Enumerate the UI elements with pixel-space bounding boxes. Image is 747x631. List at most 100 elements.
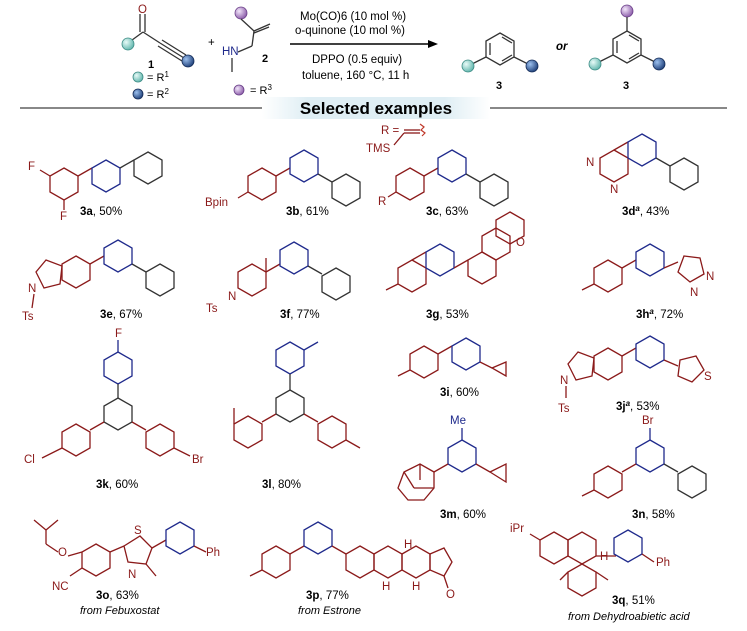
source-3o: from Febuxostat [80, 605, 160, 617]
header-banner [262, 97, 490, 119]
caption-3q: 3q, 51% [612, 595, 655, 607]
legend-r3-text: = R3 [250, 83, 272, 97]
compound-3c: R = TMS R 3c, 63% [366, 123, 509, 218]
product-3-disubstituted: 3 [461, 32, 539, 92]
reactant-1-ynone: O 1 = R1 = R2 [121, 4, 195, 101]
condition-catalyst: Mo(CO)6 (10 mol %) [300, 11, 406, 23]
legend-r2-text: = R2 [147, 87, 169, 101]
caption-3o: 3o, 63% [96, 590, 139, 602]
3h-nitrogen-2: N [706, 271, 714, 283]
product-label: 3 [496, 80, 502, 92]
3e-nitrogen: N [28, 283, 36, 295]
legend-r1-ball [132, 71, 144, 83]
3o-oxygen: O [58, 547, 67, 559]
compound-3a: F F 3a, 50% [28, 151, 163, 223]
condition-quinone: o-quinone (10 mol %) [295, 25, 405, 37]
source-3q: from Dehydroabietic acid [568, 611, 691, 623]
caption-3c: 3c, 63% [426, 206, 468, 218]
3a-fluorine-2: F [60, 211, 67, 223]
compound-3i: 3i, 60% [397, 337, 507, 399]
caption-3j: 3ja, 53% [616, 399, 659, 413]
product2-r3-ball [620, 4, 634, 18]
compound-3j: S N Ts 3ja, 53% [558, 335, 712, 415]
r2-ball [181, 54, 195, 68]
product2-label: 3 [623, 80, 629, 92]
section-header: Selected examples [300, 99, 452, 118]
caption-3g: 3g, 53% [426, 309, 469, 321]
3a-fluorine-1: F [28, 161, 35, 173]
caption-3b: 3b, 61% [286, 206, 329, 218]
condition-dppo: DPPO (0.5 equiv) [312, 54, 402, 66]
caption-3n: 3n, 58% [632, 509, 675, 521]
compound-3l: 3l, 80% [233, 341, 361, 491]
compound-3g: O 3g, 53% [385, 211, 525, 321]
3q-phenyl: Ph [656, 557, 670, 569]
source-3p: from Estrone [298, 605, 361, 617]
reactant-2-label: 2 [262, 53, 268, 65]
3f-tosyl: Ts [206, 303, 218, 315]
3h-nitrogen-1: N [690, 287, 698, 299]
condition-solvent: toluene, 160 °C, 11 h [302, 70, 409, 82]
product2-r2-ball [652, 57, 666, 71]
3b-bpin: Bpin [205, 197, 228, 209]
caption-3h: 3ha, 72% [636, 307, 683, 321]
compound-3d: N N 3da, 43% [586, 133, 699, 218]
3d-nitrogen-2: N [610, 184, 618, 196]
3o-nitrile: NC [52, 581, 69, 593]
amine-hn-label: HN [222, 46, 239, 58]
compound-3f: Ts N 3f, 77% [206, 241, 351, 321]
3e-tosyl: Ts [22, 311, 34, 323]
3f-nitrogen: N [228, 291, 236, 303]
3g-oxygen: O [516, 237, 525, 249]
compound-3b: Bpin 3b, 61% [205, 149, 361, 218]
caption-3d: 3da, 43% [622, 204, 669, 218]
compound-3h: N N 3ha, 72% [581, 243, 714, 321]
3c-r-equals: R = [381, 125, 400, 137]
3p-ketone-oxygen: O [446, 589, 455, 601]
3m-methyl: Me [450, 415, 466, 427]
compound-3o: O NC S N Ph 3o, 63% from Febuxostat [33, 519, 220, 617]
3d-nitrogen-1: N [586, 157, 594, 169]
caption-3m: 3m, 60% [440, 509, 486, 521]
3j-tosyl: Ts [558, 403, 570, 415]
plus-sign: + [208, 37, 215, 49]
legend-r3-ball [233, 84, 245, 96]
3o-nitrogen: N [128, 569, 136, 581]
3j-nitrogen: N [560, 375, 568, 387]
3p-h-3: H [412, 581, 420, 593]
r3-ball [234, 6, 248, 20]
3q-hydrogen: H [600, 551, 608, 563]
legend-r1-text: = R1 [147, 70, 169, 84]
3c-r-group: R [378, 196, 386, 208]
3o-sulfur: S [134, 525, 142, 537]
caption-3k: 3k, 60% [96, 479, 138, 491]
caption-3p: 3p, 77% [306, 590, 349, 602]
3o-phenyl: Ph [206, 547, 220, 559]
3k-chlorine: Cl [24, 454, 35, 466]
or-text: or [556, 41, 568, 53]
compound-3n: Br 3n, 58% [581, 415, 707, 521]
caption-3l: 3l, 80% [262, 479, 301, 491]
compound-3m: Me 3m, 60% [397, 415, 507, 521]
3c-tms: TMS [366, 143, 391, 155]
3k-fluorine: F [115, 328, 122, 340]
3p-h-2: H [382, 581, 390, 593]
compound-3k: F Cl Br 3k, 60% [24, 328, 204, 491]
reactant-2-allylamine: HN 2 = R3 [222, 6, 272, 97]
caption-3a: 3a, 50% [80, 206, 122, 218]
compound-3p: O H H H 3p, 77% from Estrone [249, 521, 455, 617]
caption-3e: 3e, 67% [100, 309, 142, 321]
compound-3e: N Ts 3e, 67% [22, 239, 175, 323]
product-r1-ball [461, 59, 475, 73]
reaction-arrow-head [428, 40, 438, 48]
3p-h-1: H [404, 539, 412, 551]
r1-ball [121, 37, 135, 51]
carbonyl-oxygen-label: O [138, 4, 147, 16]
product2-r1-ball [588, 57, 602, 71]
product-3-trisubstituted: 3 [588, 4, 666, 92]
reaction-conditions: Mo(CO)6 (10 mol %) o-quinone (10 mol %) … [290, 11, 438, 82]
compound-3q: iPr H Ph 3q, 51% from Dehydroabietic aci… [510, 523, 691, 623]
3j-sulfur: S [704, 371, 712, 383]
3n-bromine: Br [642, 415, 654, 427]
